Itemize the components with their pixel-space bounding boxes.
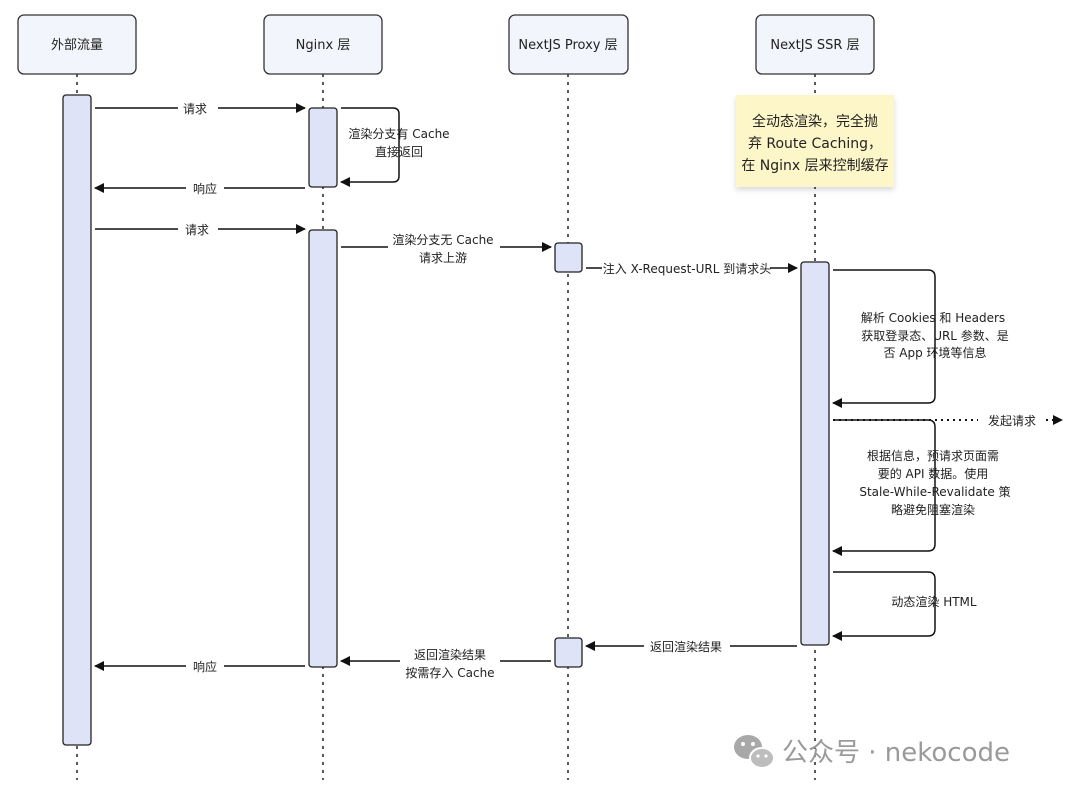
note-line-1: 全动态渲染，完全抛 <box>752 113 878 130</box>
label-response-1: 响应 <box>193 181 217 196</box>
participant-proxy-label: NextJS Proxy 层 <box>518 38 617 53</box>
label-ssr-outbound: 发起请求 <box>988 413 1036 428</box>
label-ssr-prefetch-4: 略避免阻塞渲染 <box>891 502 975 517</box>
participant-external-label: 外部流量 <box>51 38 103 53</box>
activation-nginx-2 <box>308 229 338 668</box>
sticky-note: 全动态渲染，完全抛 弃 Route Caching， 在 Nginx 层来控制缓… <box>736 95 894 187</box>
note-line-2: 弃 Route Caching， <box>748 136 882 152</box>
label-request-1: 请求 <box>183 102 207 116</box>
label-ssr-prefetch-1: 根据信息，预请求页面需 <box>867 448 999 463</box>
watermark: 公众号 · nekocode <box>734 735 1010 769</box>
label-ssr-render: 动态渲染 HTML <box>891 594 977 609</box>
participant-external: 外部流量 <box>17 14 137 75</box>
label-proxy-return-2: 按需存入 Cache <box>405 666 494 680</box>
wechat-icon <box>734 735 775 769</box>
label-ssr-prefetch-3: Stale-While-Revalidate 策 <box>859 485 1010 499</box>
arrow-ssr-prefetch <box>832 419 936 556</box>
activation-external <box>62 94 92 746</box>
label-nginx-cache-hit-2: 直接返回 <box>375 144 423 159</box>
arrow-ssr-parse <box>832 269 936 408</box>
label-proxy-to-ssr: 注入 X-Request-URL 到请求头 <box>603 261 771 276</box>
activation-ssr <box>800 261 830 646</box>
label-nginx-to-proxy-2: 请求上游 <box>419 251 467 265</box>
note-line-3: 在 Nginx 层来控制缓存 <box>741 158 888 174</box>
participant-ssr: NextJS SSR 层 <box>755 14 875 75</box>
label-nginx-cache-hit-1: 渲染分支有 Cache <box>348 126 449 141</box>
participant-ssr-label: NextJS SSR 层 <box>770 38 859 53</box>
activation-nginx-1 <box>308 107 338 188</box>
label-nginx-to-proxy-1: 渲染分支无 Cache <box>392 232 493 247</box>
activations <box>62 94 830 746</box>
participant-nginx-label: Nginx 层 <box>296 38 351 53</box>
participant-nginx: Nginx 层 <box>263 14 383 75</box>
label-ssr-return: 返回渲染结果 <box>650 639 722 654</box>
label-request-2: 请求 <box>185 223 209 237</box>
watermark-text: 公众号 · nekocode <box>782 738 1010 768</box>
messages <box>94 103 1063 671</box>
label-ssr-parse-2: 获取登录态、URL 参数、是 <box>861 328 1009 343</box>
activation-proxy-2 <box>554 637 583 668</box>
label-response-2: 响应 <box>193 659 217 674</box>
activation-proxy-1 <box>554 242 583 273</box>
arrow-nginx-cache-hit <box>340 107 400 187</box>
label-ssr-parse-3: 否 App 环境等信息 <box>883 345 986 360</box>
message-labels: 请求 渲染分支有 Cache 直接返回 响应 请求 渲染分支无 Cache 请求… <box>183 102 1036 680</box>
arrow-ssr-render <box>832 571 936 641</box>
label-ssr-parse-1: 解析 Cookies 和 Headers <box>861 311 1005 325</box>
label-ssr-prefetch-2: 要的 API 数据。使用 <box>878 466 989 481</box>
label-proxy-return-1: 返回渲染结果 <box>414 647 486 662</box>
participant-proxy: NextJS Proxy 层 <box>508 14 629 75</box>
